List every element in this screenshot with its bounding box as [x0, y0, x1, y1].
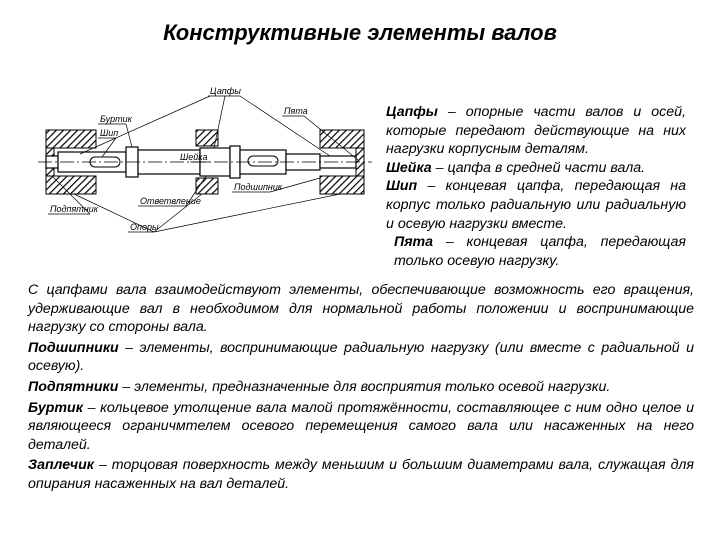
page-title: Конструктивные элементы валов: [163, 20, 557, 45]
keyway-right: [247, 155, 279, 167]
definitions-right: Цапфы – опорные части валов и осей, кото…: [386, 103, 686, 270]
label-tsapfy: Цапфы: [210, 86, 241, 96]
label-pyata: Пята: [284, 106, 308, 116]
def-zaplechik-text: – торцовая поверхность между меньшим и б…: [28, 457, 694, 492]
term-pyata: Пята: [394, 234, 434, 251]
term-podshipniki: Подшипники: [28, 339, 119, 356]
def-pyata: Пята – концевая цапфа, передающая только…: [386, 233, 686, 270]
definitions-bottom: С цапфами вала взаимодействуют элементы,…: [28, 281, 694, 496]
label-burtik: Буртик: [100, 114, 133, 124]
label-podpyatnik: Подпятник: [50, 204, 99, 214]
middle-support: [195, 129, 219, 195]
term-sheyka: Шейка: [386, 159, 432, 176]
def-podshipniki: Подшипники – элементы, воспринимающие ра…: [28, 339, 694, 376]
def-podshipniki-text: – элементы, воспринимающие радиальную на…: [28, 339, 694, 375]
def-podpyatniki-text: – элементы, предназначенные для восприят…: [118, 378, 611, 395]
term-burtik: Буртик: [28, 399, 83, 416]
def-burtik-text: – кольцевое утолщение вала малой протяжё…: [28, 399, 694, 453]
label-podshipnik: Подшипник: [234, 182, 283, 192]
def-ship: Шип – концевая цапфа, передающая на корп…: [386, 177, 686, 233]
term-zaplechik: Заплечик: [28, 457, 94, 474]
intro-paragraph: С цапфами вала взаимодействуют элементы,…: [28, 282, 694, 336]
def-tsapfy: Цапфы – опорные части валов и осей, кото…: [386, 103, 686, 159]
def-pyata-text: – концевая цапфа, передающая только осев…: [394, 234, 686, 269]
leader-lines: [51, 95, 359, 233]
def-burtik: Буртик – кольцевое утолщение вала малой …: [28, 399, 694, 455]
def-tsapfy-text: – опорные части валов и осей, которые пе…: [386, 104, 686, 158]
term-tsapfy: Цапфы: [386, 104, 438, 120]
label-otvetvlenie: Ответвление: [140, 196, 201, 206]
def-sheyka: Шейка – цапфа в средней части вала.: [386, 159, 686, 178]
shaft-diagram: Цапфы Буртик Шип Пята Шейка Подшипник От…: [38, 86, 372, 233]
label-sheyka: Шейка: [180, 152, 208, 162]
term-ship: Шип: [386, 178, 418, 195]
def-podpyatniki: Подпятники – элементы, предназначенные д…: [28, 378, 694, 397]
def-zaplechik: Заплечик – торцовая поверхность между ме…: [28, 456, 694, 493]
def-sheyka-text: – цапфа в средней части вала.: [431, 159, 646, 176]
term-podpyatniki: Подпятники: [28, 378, 119, 395]
def-ship-text: – концевая цапфа, передающая на корпус т…: [386, 178, 686, 232]
label-ship: Шип: [100, 128, 118, 138]
label-opory: Опоры: [130, 222, 159, 232]
